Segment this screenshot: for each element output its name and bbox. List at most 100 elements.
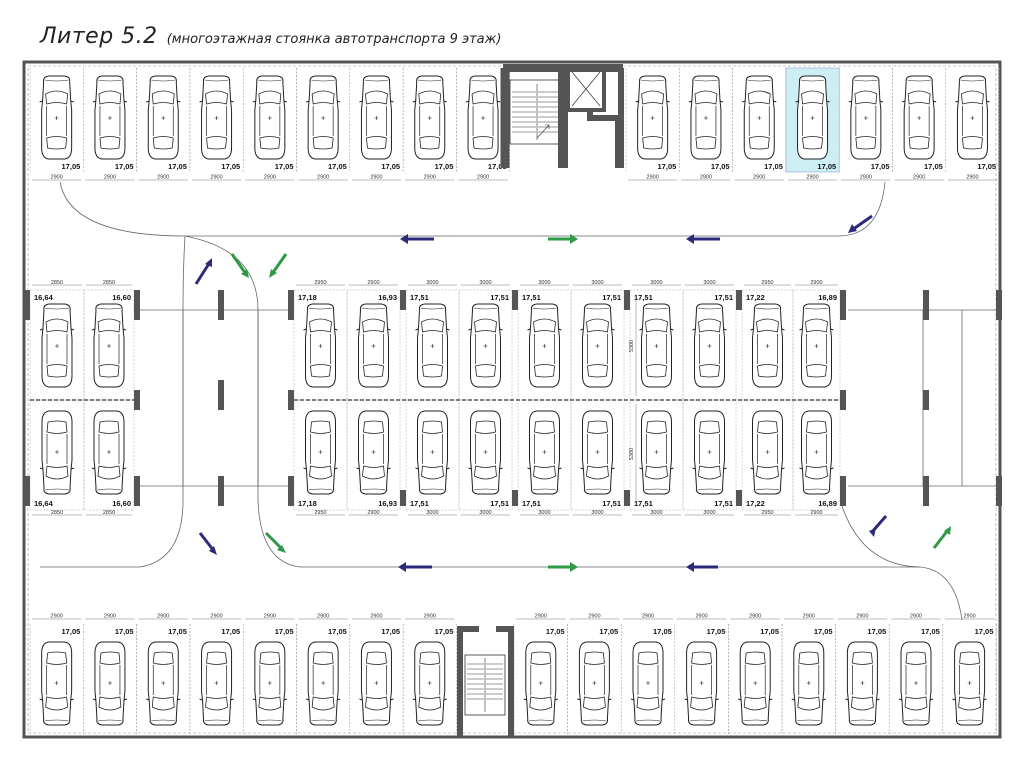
- spot-area-label: 17,51: [634, 499, 653, 508]
- spot-width-dimension: 3000: [591, 510, 603, 516]
- spot-width-dimension: 2900: [264, 614, 276, 620]
- spot-width-dimension: 2900: [424, 614, 436, 620]
- spot-width-dimension: 2900: [856, 614, 868, 620]
- spot-area-label: 17,51: [410, 499, 429, 508]
- spot-width-dimension: 2850: [51, 280, 63, 286]
- car-icon: [741, 75, 777, 160]
- spot-area-label: 17,05: [168, 627, 187, 636]
- arrow-out-icon: [230, 253, 249, 278]
- parking-spot[interactable]: 17,05 2900: [296, 68, 351, 181]
- car-icon: [252, 75, 288, 160]
- car-icon: [39, 75, 75, 160]
- car-icon: [848, 75, 884, 160]
- car-icon: [791, 641, 827, 726]
- spot-width-dimension: 2900: [317, 175, 329, 181]
- structural-columns: [24, 290, 1002, 506]
- spot-area-label: 17,18: [298, 293, 317, 302]
- spot-area-label: 17,05: [328, 162, 347, 171]
- spot-area-label: 17,05: [867, 627, 886, 636]
- spot-area-label: 17,51: [634, 293, 653, 302]
- outer-wall: [22, 60, 1002, 739]
- spot-width-dimension: 2900: [424, 175, 436, 181]
- top-left-parking-row: 17,05290017,05290017,05290017,05290017,0…: [29, 68, 510, 181]
- arrow-in-icon: [198, 532, 217, 555]
- traffic-arrows: [194, 214, 951, 572]
- spot-width-dimension: 2850: [51, 510, 63, 516]
- car-icon: [576, 641, 612, 726]
- title-subtitle: (многоэтажная стоянка автотранспорта 9 э…: [166, 32, 502, 47]
- car-icon: [580, 410, 615, 495]
- car-icon: [901, 75, 937, 160]
- spot-width-dimension: 2950: [761, 510, 773, 516]
- car-icon: [630, 641, 666, 726]
- spot-area-label: 16,93: [378, 499, 397, 508]
- car-icon: [303, 303, 338, 388]
- spot-area-label: 17,05: [221, 162, 240, 171]
- arrow-in-icon: [194, 258, 212, 285]
- parking-spot[interactable]: 17,05 2900: [835, 614, 890, 735]
- spot-area-label: 17,05: [328, 627, 347, 636]
- spot-area-label: 17,05: [924, 162, 943, 171]
- arrow-out-icon: [269, 253, 288, 278]
- spot-width-dimension: 2900: [104, 614, 116, 620]
- car-icon: [358, 641, 394, 726]
- spot-width-dimension: 2900: [588, 614, 600, 620]
- car-icon: [92, 75, 128, 160]
